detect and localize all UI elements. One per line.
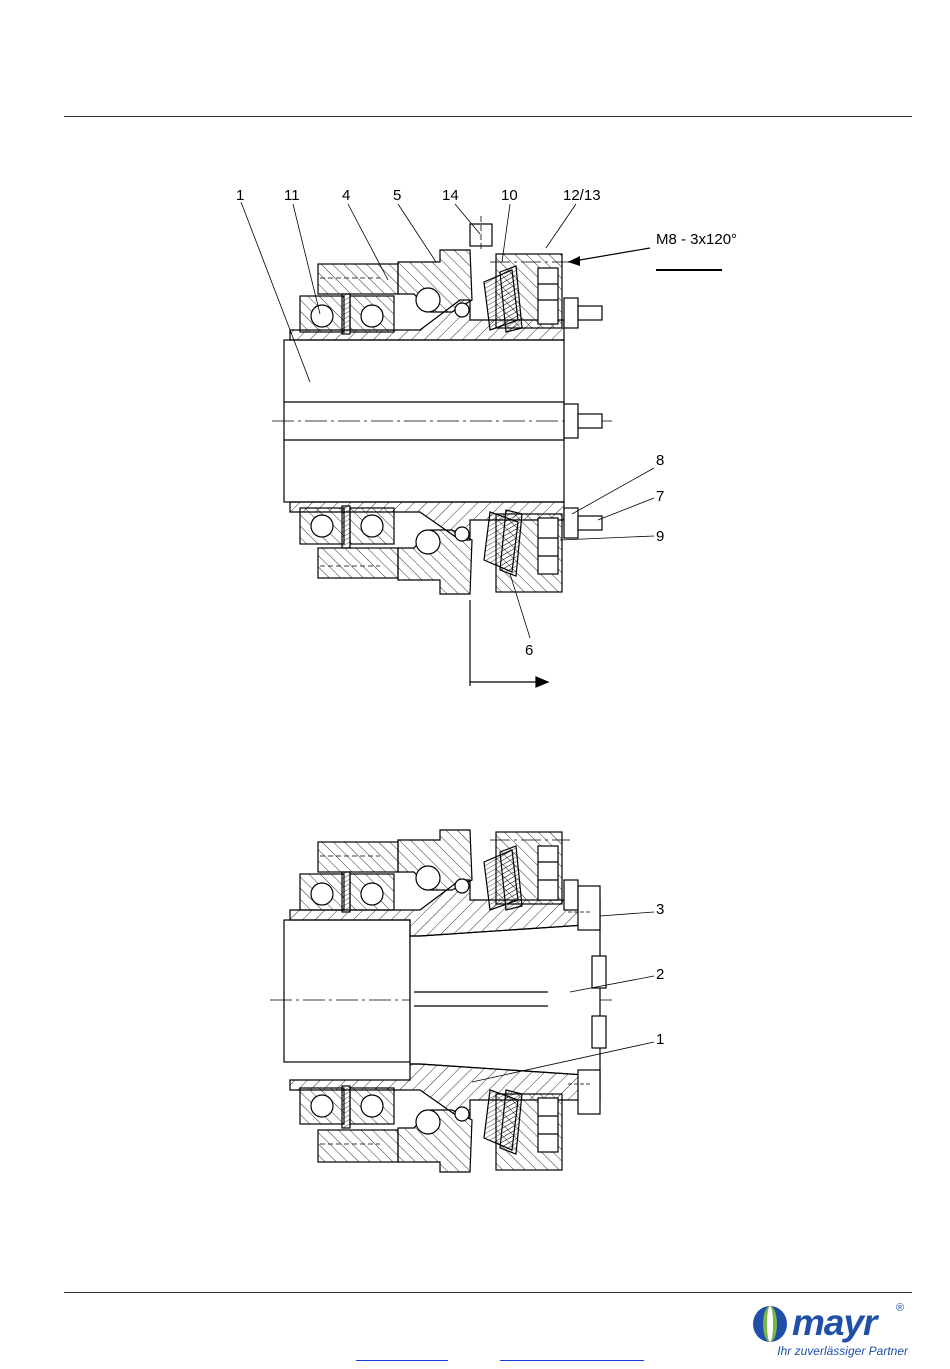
callout-3: 3	[656, 901, 664, 918]
thread-note: M8 - 3x120°	[656, 231, 737, 248]
callout-12-13: 12/13	[563, 187, 601, 204]
logo-wordmark: mayr	[792, 1302, 876, 1344]
callout-11: 11	[284, 187, 300, 204]
callout-1-bottom: 1	[656, 1031, 664, 1048]
mayr-logo-emblem-icon	[750, 1304, 790, 1344]
logo-registered: ®	[896, 1302, 904, 1314]
callout-14: 14	[442, 187, 459, 204]
callout-5: 5	[393, 187, 401, 204]
callout-2: 2	[656, 966, 664, 983]
top-callouts: 1 11 4 5 14 10 12/13 M8 - 3x120° 8 7 9 6	[236, 187, 737, 659]
callout-1-top: 1	[236, 187, 244, 204]
callout-10: 10	[501, 187, 518, 204]
callout-4: 4	[342, 187, 350, 204]
footer-link-2[interactable]	[500, 1348, 644, 1361]
callout-6: 6	[525, 642, 533, 659]
bottom-callouts: 3 2 1	[656, 901, 664, 1048]
top-section-view	[272, 216, 722, 687]
callout-8: 8	[656, 452, 664, 469]
mayr-logo: mayr ® Ihr zuverlässiger Partner	[748, 1300, 918, 1362]
logo-tagline: Ihr zuverlässiger Partner	[748, 1344, 908, 1358]
callout-7: 7	[656, 488, 664, 505]
footer-rule	[64, 1292, 912, 1293]
callout-9: 9	[656, 528, 664, 545]
bottom-section-view	[270, 830, 612, 1172]
footer-link-1[interactable]	[356, 1348, 448, 1361]
